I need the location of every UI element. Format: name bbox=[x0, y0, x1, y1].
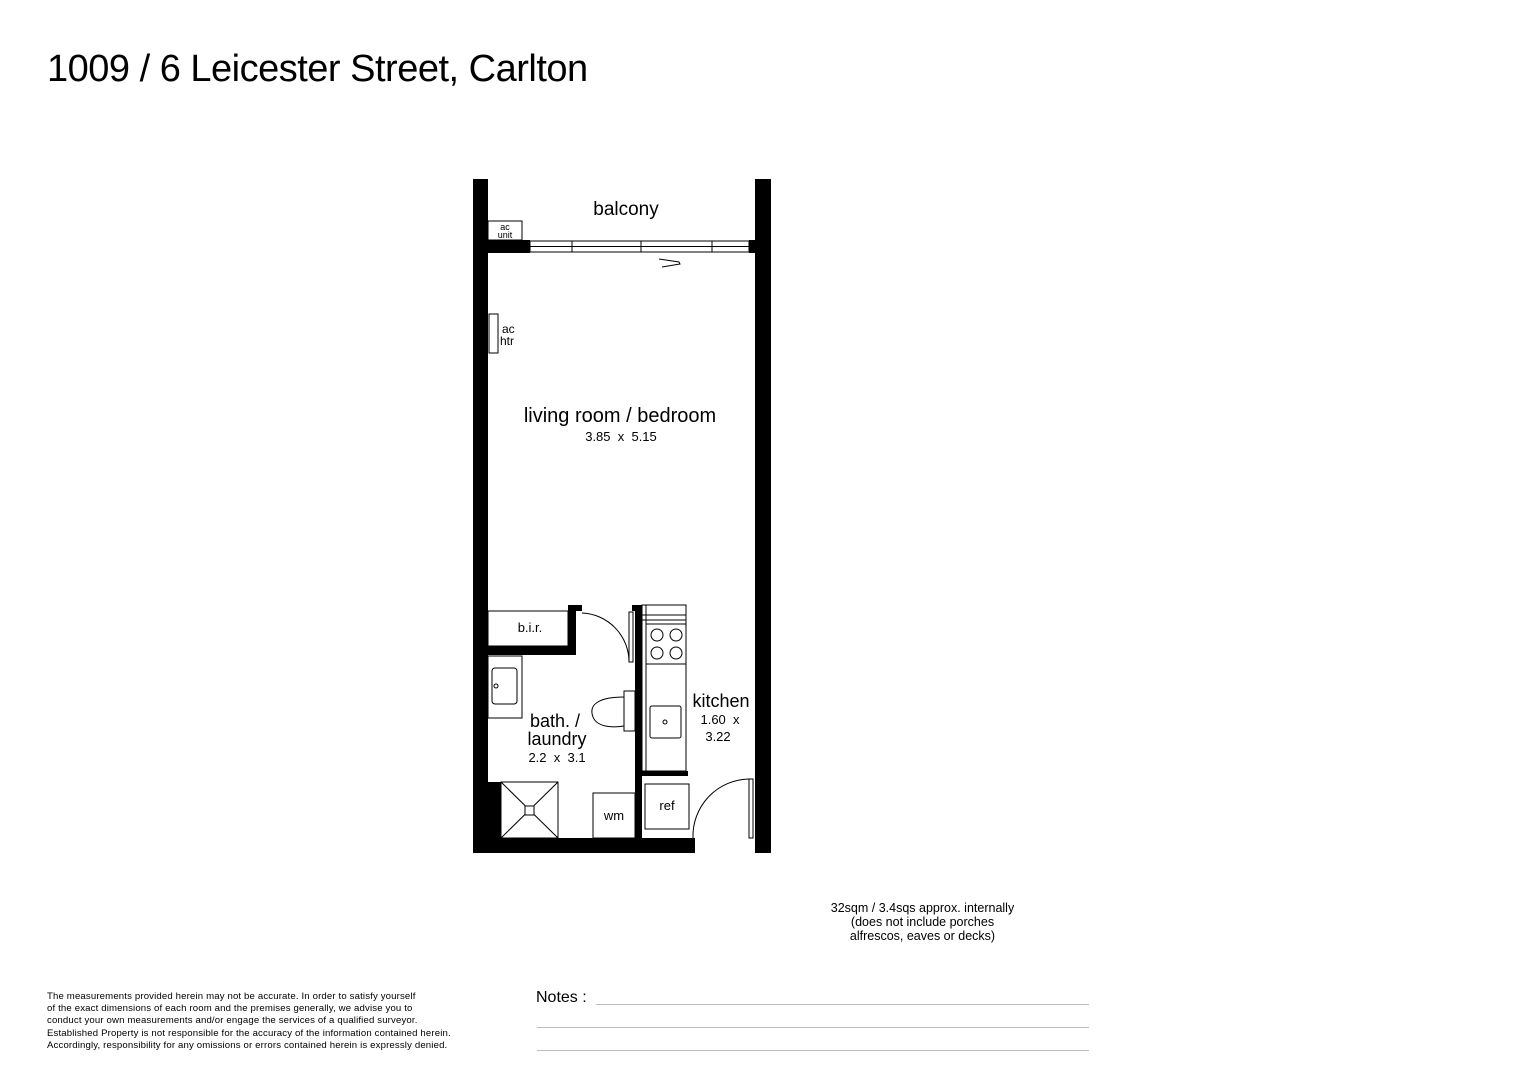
area-line-1: 32sqm / 3.4sqs approx. internally bbox=[830, 901, 1015, 915]
ac-unit-box bbox=[487, 220, 523, 241]
fridge-label: ref bbox=[659, 798, 675, 813]
cooktop bbox=[645, 623, 687, 665]
kitchen-dimensions-line1: 1.60 x bbox=[700, 712, 740, 727]
living-room-dimensions: 3.85 x 5.15 bbox=[585, 429, 657, 444]
area-line-2: (does not include porches bbox=[850, 915, 995, 929]
notes-label: Notes : bbox=[536, 989, 587, 1006]
ac-heater-label-line1: ac bbox=[502, 322, 515, 336]
toilet bbox=[591, 690, 636, 732]
property-address-title: 1009 / 6 Leicester Street, Carlton bbox=[47, 48, 588, 90]
disclaimer-line-3: conduct your own measurements and/or eng… bbox=[47, 1015, 418, 1027]
washing-machine-box bbox=[592, 792, 636, 839]
kitchen-dimensions-line2: 3.22 bbox=[705, 729, 730, 744]
bathroom-door bbox=[581, 611, 634, 663]
disclaimer-line-5: Accordingly, responsibility for any omis… bbox=[47, 1039, 448, 1051]
living-room-label: living room / bedroom bbox=[524, 405, 716, 427]
ac-unit-label-line1: ac bbox=[500, 222, 510, 232]
bath-label-line1: bath. / bbox=[530, 711, 580, 731]
shower bbox=[500, 781, 559, 839]
ac-unit-label-line2: unit bbox=[498, 230, 513, 240]
disclaimer-line-2: of the exact dimensions of each room and… bbox=[47, 1003, 413, 1015]
disclaimer: The measurements provided herein may not… bbox=[47, 991, 451, 1052]
bir-label: b.i.r. bbox=[518, 620, 543, 635]
balcony-label: balcony bbox=[593, 199, 659, 220]
disclaimer-line-4: Established Property is not responsible … bbox=[47, 1027, 451, 1039]
disclaimer-line-1: The measurements provided herein may not… bbox=[47, 991, 416, 1002]
notes-line-1 bbox=[596, 1004, 1089, 1005]
area-summary: 32sqm / 3.4sqs approx. internally (does … bbox=[800, 901, 1045, 943]
bath-label-line2: laundry bbox=[527, 729, 586, 749]
notes-line-2 bbox=[537, 1027, 1089, 1028]
bir-box bbox=[487, 610, 569, 647]
kitchen-label: kitchen bbox=[692, 691, 749, 711]
entry-door bbox=[692, 778, 754, 839]
interior-walls bbox=[488, 605, 688, 838]
area-line-3: alfrescos, eaves or decks) bbox=[849, 929, 996, 943]
fridge-box bbox=[644, 783, 690, 830]
washing-machine-label: wm bbox=[603, 808, 624, 823]
ac-heater-box bbox=[488, 313, 499, 354]
ac-heater-label-line2: htr bbox=[500, 334, 514, 348]
bath-dimensions: 2.2 x 3.1 bbox=[528, 750, 585, 765]
vanity-sink bbox=[487, 655, 523, 719]
exterior-walls bbox=[473, 179, 771, 853]
balcony-sliding-door bbox=[529, 240, 750, 268]
notes-line-3 bbox=[537, 1050, 1089, 1051]
kitchen-sink bbox=[649, 705, 682, 739]
